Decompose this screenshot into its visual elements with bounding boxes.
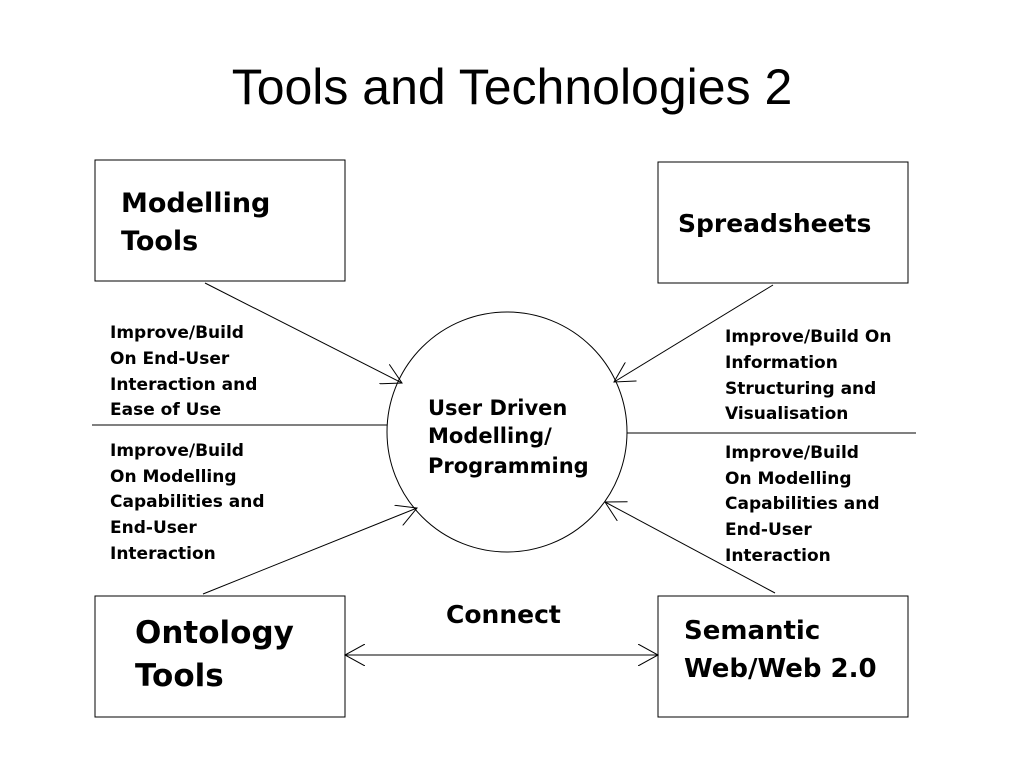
box-ontology-tools-line-1: Ontology: [135, 615, 294, 651]
box-spreadsheets: Spreadsheets: [657, 161, 909, 284]
annotation-bottom-right-line-3: Capabilities and: [725, 494, 880, 514]
box-modelling-tools-line-1: Modelling: [121, 188, 270, 219]
box-ontology-tools-line-2: Tools: [135, 658, 224, 694]
annotation-bottom-right-line-1: Improve/Build: [725, 443, 859, 463]
annotation-top-left-line-2: On End-User: [110, 349, 230, 369]
center-label-line-1: User Driven: [428, 396, 567, 420]
center-label-line-3: Programming: [428, 454, 589, 478]
box-semantic-web-line-2: Web/Web 2.0: [684, 654, 877, 684]
annotation-bottom-left-line-4: End-User: [110, 518, 197, 538]
arrow-modelling-to-center: [204, 282, 402, 383]
center-label-line-2: Modelling/: [428, 424, 552, 448]
box-ontology-tools: Ontology Tools: [94, 595, 346, 718]
annotation-top-right-line-4: Visualisation: [725, 404, 848, 424]
center-circle: [386, 311, 628, 553]
box-semantic-web: Semantic Web/Web 2.0: [657, 595, 909, 718]
annotation-bottom-left-line-1: Improve/Build: [110, 441, 244, 461]
annotation-top-left-line-4: Ease of Use: [110, 400, 221, 420]
annotation-bottom-right-line-2: On Modelling: [725, 469, 852, 489]
annotation-top-right-line-1: Improve/Build On: [725, 327, 891, 347]
annotation-bottom-left-line-2: On Modelling: [110, 467, 237, 487]
annotation-bottom-right-line-4: End-User: [725, 520, 812, 540]
center-label: User Driven Modelling/ Programming: [428, 396, 589, 478]
annotation-bottom-left-line-3: Capabilities and: [110, 492, 265, 512]
annotation-bottom-left: Improve/Build On Modelling Capabilities …: [110, 441, 265, 564]
slide-title: Tools and Technologies 2: [231, 59, 793, 115]
arrow-semantic-to-center: [605, 502, 776, 594]
box-modelling-tools: Modelling Tools: [94, 159, 346, 282]
connect-label: Connect: [446, 600, 561, 629]
annotation-bottom-left-line-5: Interaction: [110, 544, 216, 564]
annotation-bottom-right: Improve/Build On Modelling Capabilities …: [725, 443, 880, 566]
annotation-top-left-line-1: Improve/Build: [110, 323, 244, 343]
annotation-top-right-line-2: Information: [725, 353, 838, 373]
annotation-top-left: Improve/Build On End-User Interaction an…: [110, 323, 257, 420]
box-spreadsheets-line-1: Spreadsheets: [678, 209, 871, 238]
annotation-top-left-line-3: Interaction and: [110, 375, 257, 395]
annotation-top-right: Improve/Build On Information Structuring…: [725, 327, 891, 424]
annotation-top-right-line-3: Structuring and: [725, 379, 876, 399]
arrow-ontology-to-center: [202, 508, 417, 595]
annotation-bottom-right-line-5: Interaction: [725, 546, 831, 566]
box-semantic-web-line-1: Semantic: [684, 616, 820, 646]
box-modelling-tools-line-2: Tools: [121, 226, 198, 257]
arrow-spreadsheets-to-center: [614, 284, 774, 382]
